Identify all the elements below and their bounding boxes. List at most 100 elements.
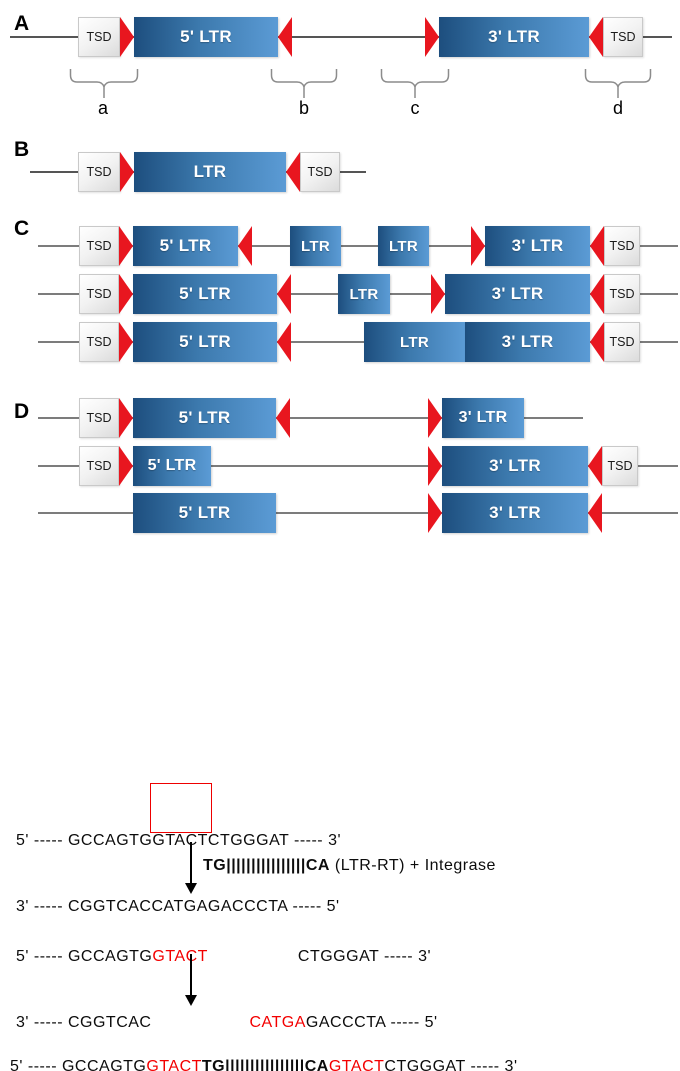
sequence-segment: TG [203, 857, 227, 874]
bracket-region-b [270, 69, 338, 98]
tir-left-icon [590, 274, 604, 314]
tir-right-icon [120, 152, 134, 192]
tir-left-icon [590, 322, 604, 362]
panel-c-label: C [14, 217, 30, 240]
genome-line [38, 512, 678, 514]
genome-line [10, 36, 672, 38]
tir-right-icon [119, 322, 133, 362]
sequence-segment: (LTR-RT) + Integrase [329, 857, 496, 874]
ltr3-box: 3' LTR [445, 274, 590, 314]
tsd-box: TSD [300, 152, 340, 192]
tir-right-icon [431, 274, 445, 314]
tir-left-icon [277, 322, 291, 362]
tir-left-icon [588, 446, 602, 486]
sequence-segment: GTACT [146, 1058, 202, 1071]
ltr5-box: 5' LTR [133, 493, 276, 533]
down-arrow-icon [185, 842, 197, 894]
genome-line [38, 417, 583, 419]
tsd-box: TSD [604, 226, 640, 266]
tsd-box: TSD [603, 17, 643, 57]
sequence-segment: CATGA [249, 1014, 306, 1031]
tsd-box: TSD [602, 446, 638, 486]
sequence-segment: 5' ----- GCCAGTG [10, 1058, 147, 1071]
sequence-segment: TG [201, 1058, 226, 1071]
ltr3-box: 3' LTR [442, 446, 588, 486]
sequence-segment: CTGGGAT ----- 3' [384, 1058, 518, 1071]
sequence-line: 5' ----- GCCAGTGGTACT CTGGGAT ----- 3' [16, 946, 438, 968]
tsd-box: TSD [79, 322, 119, 362]
solo-ltr-box: LTR [134, 152, 286, 192]
internal-ltr-box: LTR [378, 226, 429, 266]
sequence-segment: 3' ----- CGGTCAC [16, 898, 152, 915]
tir-right-icon [119, 274, 133, 314]
sequence-segment: GTACT [328, 1058, 385, 1071]
internal-ltr-box: LTR [290, 226, 341, 266]
tir-right-icon [428, 446, 442, 486]
tir-right-icon [119, 226, 133, 266]
ltr5-box: 5' LTR [133, 274, 277, 314]
tir-left-icon [286, 152, 300, 192]
insertion-step-label: TG||||||||||||||||CA (LTR-RT) + Integras… [203, 855, 496, 877]
bracket-region-a [69, 69, 139, 98]
sequence-segment: GTACT [152, 832, 208, 849]
truncated-ltr5-box: 5' LTR [133, 446, 211, 486]
tir-left-icon [590, 226, 604, 266]
genome-line [38, 465, 678, 467]
tir-right-icon [120, 17, 134, 57]
tir-right-icon [425, 17, 439, 57]
tsd-box: TSD [79, 226, 119, 266]
tir-left-icon [278, 17, 292, 57]
tsd-box: TSD [604, 274, 640, 314]
sequence-segment: GACCCTA ----- 5' [207, 898, 340, 915]
ltr5-box: 5' LTR [134, 17, 278, 57]
sequence-line: 5' ----- GCCAGTGGTACTCTGGGAT ----- 3' [16, 830, 341, 852]
tsd-box: TSD [79, 398, 119, 438]
sequence-segment: 3' ----- CGGTCAC [16, 1014, 152, 1031]
integrated-sequence-block: 5' ----- GCCAGTGGTACTTG||||||||||||||||C… [10, 1012, 518, 1071]
ltr3-box: 3' LTR [485, 226, 590, 266]
sequence-segment: 5' ----- GCCAGTG [16, 948, 153, 965]
sequence-segment: CATGA [151, 898, 208, 915]
tir-right-icon [428, 493, 442, 533]
tsd-box: TSD [79, 274, 119, 314]
bracket-region-c [380, 69, 450, 98]
tsd-box: TSD [78, 17, 120, 57]
tir-left-icon [238, 226, 252, 266]
internal-ltr-box: LTR [338, 274, 390, 314]
tir-right-icon [471, 226, 485, 266]
bracket-region-d [584, 69, 652, 98]
genome-line [38, 341, 678, 343]
sequence-line: 5' ----- GCCAGTGGTACTTG||||||||||||||||C… [10, 1056, 518, 1071]
tir-left-icon [276, 398, 290, 438]
sequence-segment: GTACT [152, 948, 208, 965]
sequence-segment: |||||||||||||||| [226, 857, 306, 874]
region-label-a: a [97, 98, 108, 118]
tir-left-icon [589, 17, 603, 57]
ltr3-box: 3' LTR [439, 17, 589, 57]
ltr3-box: 3' LTR [442, 493, 588, 533]
panel-a-label: A [14, 12, 30, 35]
sequence-line: 3' ----- CGGTCACCATGAGACCCTA ----- 5' [16, 896, 341, 918]
sequence-segment: CA [304, 1058, 329, 1071]
tsd-box: TSD [604, 322, 640, 362]
sequence-segment: 5' ----- GCCAGTG [16, 832, 153, 849]
ltr5-box: 5' LTR [133, 322, 277, 362]
target-site-highlight-box [150, 783, 212, 833]
target-site-sequence-block: 5' ----- GCCAGTGGTACTCTGGGAT ----- 3' 3'… [16, 786, 341, 962]
sequence-segment: CTGGGAT ----- 3' [207, 832, 342, 849]
tir-left-icon [277, 274, 291, 314]
panel-b-label: B [14, 138, 30, 161]
region-label-b: b [298, 98, 309, 118]
down-arrow-icon [185, 954, 197, 1006]
genome-line [38, 245, 678, 247]
sequence-segment: CTGGGAT ----- 3' [297, 948, 432, 965]
ltr5-box: 5' LTR [133, 398, 276, 438]
sequence-segment: |||||||||||||||| [225, 1058, 305, 1071]
ltr3-box: 3' LTR [442, 398, 524, 438]
tir-right-icon [428, 398, 442, 438]
fused-ltr-box: LTR [364, 322, 465, 362]
tsd-box: TSD [78, 152, 120, 192]
